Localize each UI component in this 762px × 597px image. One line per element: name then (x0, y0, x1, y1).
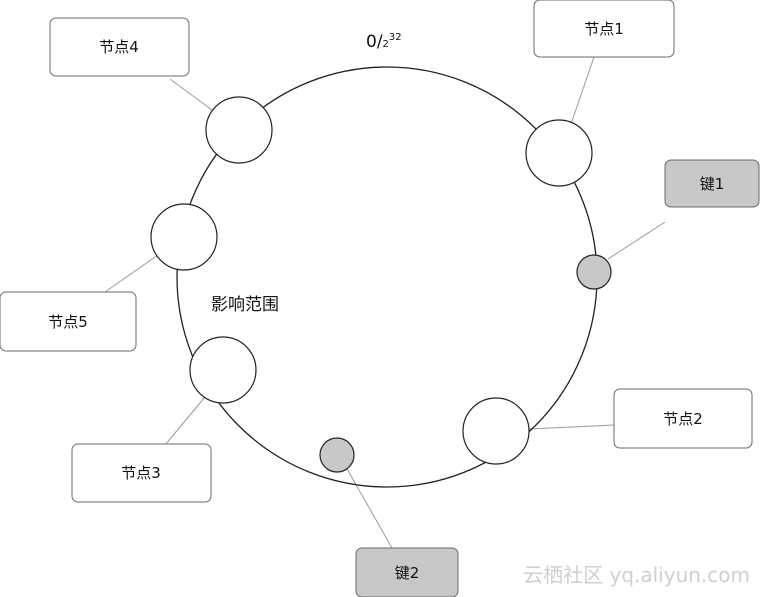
node2-box-rect (613, 388, 753, 449)
node2-label: 节点2 (663, 410, 703, 428)
node3-box: 节点3 (71, 443, 212, 503)
node5-box: 节点5 (0, 291, 137, 352)
key1-box: 键1 (664, 159, 760, 208)
ring-nodes (150, 96, 593, 465)
node2-ring-point (462, 397, 530, 465)
key1-ring-point (576, 254, 612, 290)
node4-box: 节点4 (49, 17, 190, 77)
connector-node3 (164, 396, 206, 446)
node4-box-rect (49, 17, 190, 77)
connector-node5 (104, 254, 159, 293)
ring-origin-main: 0/ (366, 32, 383, 52)
key2-box: 键2 (355, 547, 459, 597)
connectors (104, 56, 666, 549)
connector-key2 (345, 466, 393, 549)
watermark: 云栖社区 yq.aliyun.com (523, 563, 750, 587)
node3-box-rect (71, 443, 212, 503)
node5-box-rect (0, 291, 137, 352)
node5-ring-point (150, 203, 218, 271)
node5-label: 节点5 (48, 313, 88, 331)
node4-ring-point (205, 96, 273, 164)
connector-node2 (528, 424, 615, 430)
ring-origin-label: 0/232 (366, 32, 402, 52)
node4-label: 节点4 (99, 38, 139, 56)
key1-box-rect (664, 159, 760, 208)
key2-label: 键2 (395, 564, 420, 582)
key1-label: 键1 (700, 175, 725, 193)
node3-label: 节点3 (121, 464, 161, 482)
connector-node1 (570, 56, 595, 125)
node1-box: 节点1 (533, 0, 675, 58)
node3-ring-point (189, 336, 257, 404)
key2-ring-point (319, 437, 355, 473)
node1-ring-point (525, 119, 593, 187)
connector-key1 (607, 221, 666, 260)
ring-keys (319, 254, 612, 473)
connector-node4 (169, 78, 213, 111)
node1-label: 节点1 (584, 20, 624, 38)
ring-origin-exponent: 32 (389, 32, 402, 43)
node1-box-rect (533, 0, 675, 58)
ring-origin-base: 2 (383, 39, 389, 50)
key2-box-rect (355, 547, 459, 597)
affected-range-label: 影响范围 (211, 295, 279, 315)
node2-box: 节点2 (613, 388, 753, 449)
